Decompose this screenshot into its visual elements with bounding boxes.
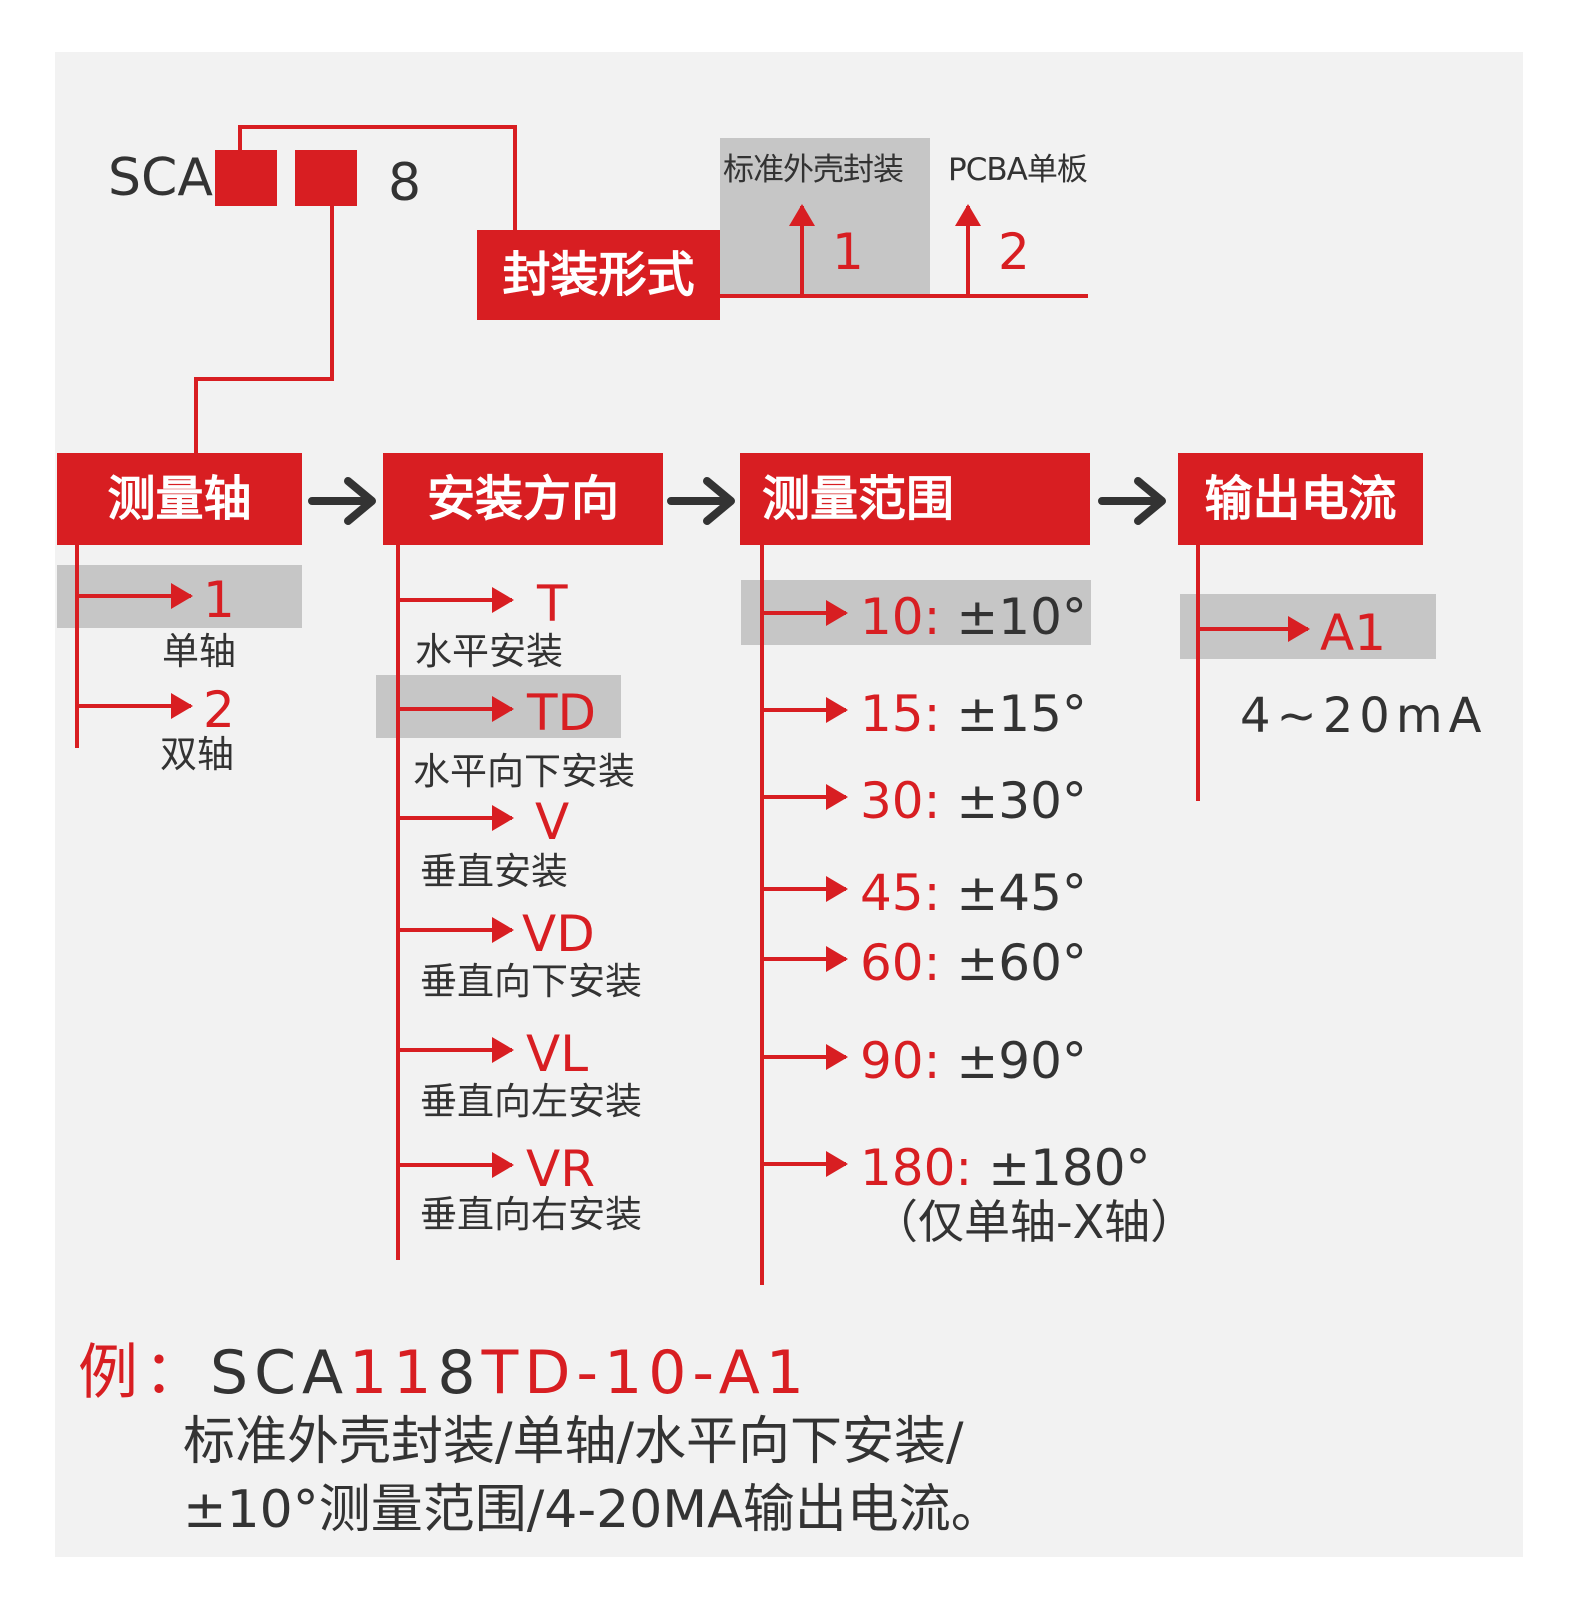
mount-option-6-label: 垂直向右安装 <box>420 1193 642 1236</box>
mount-option-4-arrow <box>400 917 514 943</box>
range-option-4-arrow <box>764 876 848 902</box>
range-option-6-code: 90: <box>860 1032 941 1090</box>
range-option-7: 180: ±180° <box>860 1140 1151 1196</box>
range-option-2-code: 15: <box>860 685 941 743</box>
range-option-1-arrow <box>764 600 848 626</box>
range-option-1-value: ±10° <box>956 588 1087 646</box>
package-highlight <box>720 138 930 298</box>
connector-slot1-top <box>238 125 517 129</box>
axis-option-2-label: 双轴 <box>160 733 234 776</box>
axis-option-2-arrow <box>79 693 193 719</box>
connector-slot1-up <box>238 125 242 152</box>
mount-option-4-code: VD <box>522 905 595 963</box>
model-slot-1 <box>215 150 277 206</box>
range-option-6: 90: ±90° <box>860 1033 1087 1089</box>
connector-slot2-mid <box>194 377 334 381</box>
package-option-1-label: 标准外壳封装 <box>723 152 904 188</box>
diagram-panel <box>55 52 1523 1557</box>
mount-option-6-arrow <box>400 1152 514 1178</box>
package-option-1-code: 1 <box>832 223 864 281</box>
flow-arrow-1 <box>308 477 376 525</box>
range-option-2: 15: ±15° <box>860 686 1087 742</box>
package-option-2-arrow <box>955 204 981 296</box>
range-option-5: 60: ±60° <box>860 935 1087 991</box>
mount-option-6-code: VR <box>526 1140 595 1198</box>
range-option-2-arrow <box>764 697 848 723</box>
axis-option-1-label: 单轴 <box>162 630 236 673</box>
package-baseline <box>720 294 1088 298</box>
flow-arrow-3 <box>1098 477 1166 525</box>
model-slot-2 <box>295 150 357 206</box>
range-option-3-code: 30: <box>860 772 941 830</box>
range-option-7-arrow <box>764 1151 848 1177</box>
example-desc-line-1: 标准外壳封装/单轴/水平向下安装/ <box>183 1412 964 1472</box>
package-option-2-code: 2 <box>998 223 1030 281</box>
range-option-7-note: （仅单轴-X轴） <box>872 1195 1197 1249</box>
flow-arrow-2 <box>667 477 735 525</box>
mount-option-1-code: T <box>537 575 568 633</box>
axis-vertical <box>75 545 79 748</box>
example-code-eight: 8 <box>437 1338 482 1408</box>
range-option-4: 45: ±45° <box>860 865 1087 921</box>
range-option-2-value: ±15° <box>956 685 1087 743</box>
output-option-1-arrow <box>1200 616 1310 642</box>
range-option-4-code: 45: <box>860 864 941 922</box>
output-option-1-label: 4~20mA <box>1240 688 1488 744</box>
axis-option-2-code: 2 <box>203 681 235 739</box>
example-code: 例：SCA118TD-10-A1 <box>78 1338 810 1408</box>
range-option-7-code: 180: <box>860 1139 973 1197</box>
range-vertical <box>760 545 764 1285</box>
axis-header: 测量轴 <box>57 453 302 545</box>
mount-option-4-label: 垂直向下安装 <box>420 960 642 1003</box>
mount-option-3-arrow <box>400 805 514 831</box>
connector-slot2-down <box>330 206 334 381</box>
example-desc-line-2: ±10°测量范围/4-20MA输出电流。 <box>183 1480 1003 1540</box>
mount-option-1-arrow <box>400 587 514 613</box>
output-header: 输出电流 <box>1178 453 1423 545</box>
package-header: 封装形式 <box>477 230 720 320</box>
mount-option-5-arrow <box>400 1037 514 1063</box>
range-option-5-code: 60: <box>860 934 941 992</box>
mount-option-1-label: 水平安装 <box>415 630 563 673</box>
axis-option-1-arrow <box>79 583 193 609</box>
mount-option-2-arrow <box>400 696 514 722</box>
range-option-7-value: ±180° <box>988 1139 1151 1197</box>
model-prefix: SCA <box>108 148 213 208</box>
example-code-prefix: SCA <box>210 1338 350 1408</box>
example-code-axis: 11 <box>349 1338 438 1408</box>
range-option-1: 10: ±10° <box>860 589 1087 645</box>
mount-vertical <box>396 545 400 1260</box>
mount-option-2-code: TD <box>527 684 597 742</box>
range-option-6-value: ±90° <box>956 1032 1087 1090</box>
model-suffix: 8 <box>388 153 422 213</box>
range-option-3: 30: ±30° <box>860 773 1087 829</box>
range-option-5-value: ±60° <box>956 934 1087 992</box>
mount-option-5-code: VL <box>526 1025 589 1083</box>
connector-slot1-down <box>513 125 517 231</box>
example-code-rest: TD-10-A1 <box>481 1338 810 1408</box>
connector-slot2-axis <box>194 377 198 455</box>
mount-option-5-label: 垂直向左安装 <box>420 1080 642 1123</box>
axis-option-1-code: 1 <box>203 571 235 629</box>
mount-header: 安装方向 <box>383 453 663 545</box>
mount-option-3-label: 垂直安装 <box>420 850 568 893</box>
package-option-1-arrow <box>789 204 815 296</box>
mount-option-2-label: 水平向下安装 <box>413 750 635 793</box>
output-option-1-code: A1 <box>1320 604 1387 662</box>
range-option-3-value: ±30° <box>956 772 1087 830</box>
range-option-3-arrow <box>764 784 848 810</box>
range-option-5-arrow <box>764 946 848 972</box>
range-header: 测量范围 <box>740 453 1090 545</box>
mount-option-3-code: V <box>535 793 570 851</box>
range-option-6-arrow <box>764 1044 848 1070</box>
output-vertical <box>1196 545 1200 801</box>
range-option-4-value: ±45° <box>956 864 1087 922</box>
example-label: 例： <box>78 1338 210 1408</box>
package-option-2-label: PCBA单板 <box>948 152 1088 188</box>
range-option-1-code: 10: <box>860 588 941 646</box>
